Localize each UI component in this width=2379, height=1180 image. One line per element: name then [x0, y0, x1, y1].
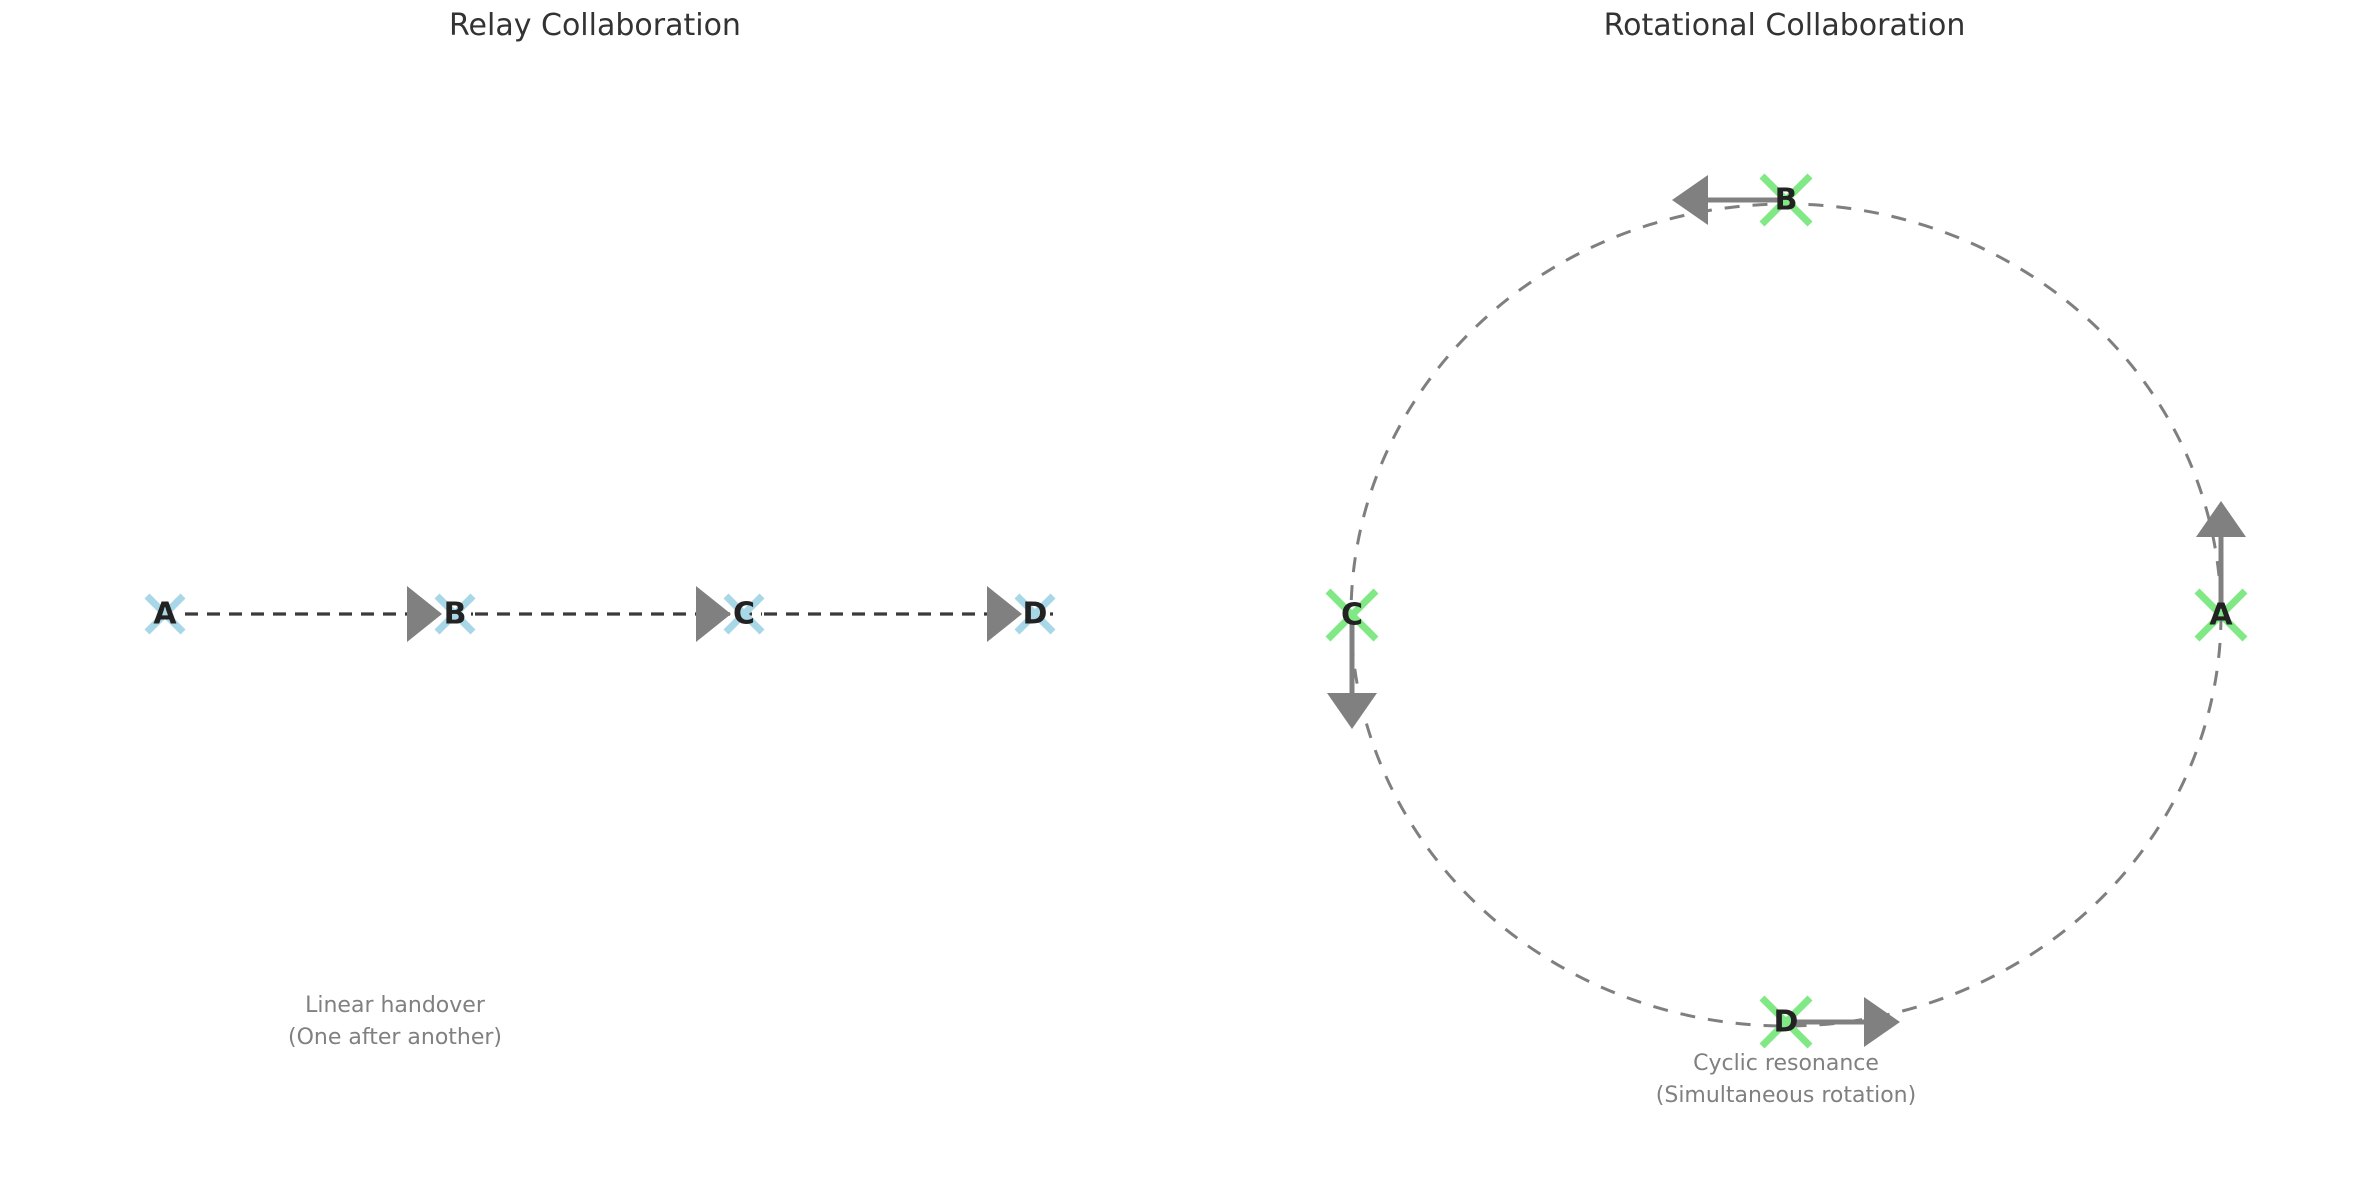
node-c[interactable]: C	[1325, 588, 1379, 642]
x-cross-icon	[144, 593, 186, 635]
node-label-b: B	[444, 597, 467, 632]
node-d[interactable]: D	[1759, 995, 1813, 1049]
rotational-arrowhead-c	[1327, 693, 1377, 729]
rotational-cycle-path	[1349, 202, 2223, 1028]
panel-title-rotational: Rotational Collaboration	[1603, 8, 1966, 43]
node-label-d: D	[1774, 1005, 1799, 1040]
relay-arrowhead-c	[696, 586, 731, 642]
node-a[interactable]: A	[144, 593, 186, 635]
relay-arrow-group	[407, 586, 1022, 642]
node-label-a: A	[2209, 598, 2233, 633]
rotational-node-group: A B C D	[1325, 173, 2248, 1049]
node-d[interactable]: D	[1014, 593, 1056, 635]
x-cross-icon	[434, 593, 476, 635]
node-b[interactable]: B	[434, 593, 476, 635]
rotational-arrowhead-d	[1864, 997, 1900, 1047]
x-cross-icon	[2194, 588, 2248, 642]
node-a[interactable]: A	[2194, 588, 2248, 642]
rotational-cycle-path-group	[1349, 202, 2223, 1028]
node-label-b: B	[1775, 183, 1798, 218]
x-cross-icon	[1325, 588, 1379, 642]
relay-arrowhead-b	[407, 586, 442, 642]
x-cross-icon	[1759, 995, 1813, 1049]
rotational-arrow-group	[1327, 175, 2246, 1047]
relay-arrowhead-d	[987, 586, 1022, 642]
caption-relay-line2: (One after another)	[287, 1025, 503, 1050]
node-label-c: C	[733, 597, 755, 632]
node-b[interactable]: B	[1759, 173, 1813, 227]
relay-node-group: A B C D	[144, 593, 1056, 635]
caption-relay-line1: Linear handover	[305, 993, 485, 1018]
caption-rotational-line2: (Simultaneous rotation)	[1655, 1083, 1917, 1108]
node-c[interactable]: C	[723, 593, 765, 635]
caption-rotational: Cyclic resonance (Simultaneous rotation)	[1636, 1048, 1936, 1112]
x-cross-icon	[1014, 593, 1056, 635]
rotational-arrowhead-a	[2196, 501, 2246, 537]
node-label-d: D	[1023, 597, 1048, 632]
panel-title-relay: Relay Collaboration	[449, 8, 741, 43]
rotational-arrowhead-b	[1672, 175, 1708, 225]
node-label-c: C	[1341, 598, 1363, 633]
caption-relay: Linear handover (One after another)	[245, 990, 545, 1054]
x-cross-icon	[1759, 173, 1813, 227]
node-label-a: A	[153, 597, 177, 632]
x-cross-icon	[723, 593, 765, 635]
caption-rotational-line1: Cyclic resonance	[1693, 1051, 1879, 1076]
